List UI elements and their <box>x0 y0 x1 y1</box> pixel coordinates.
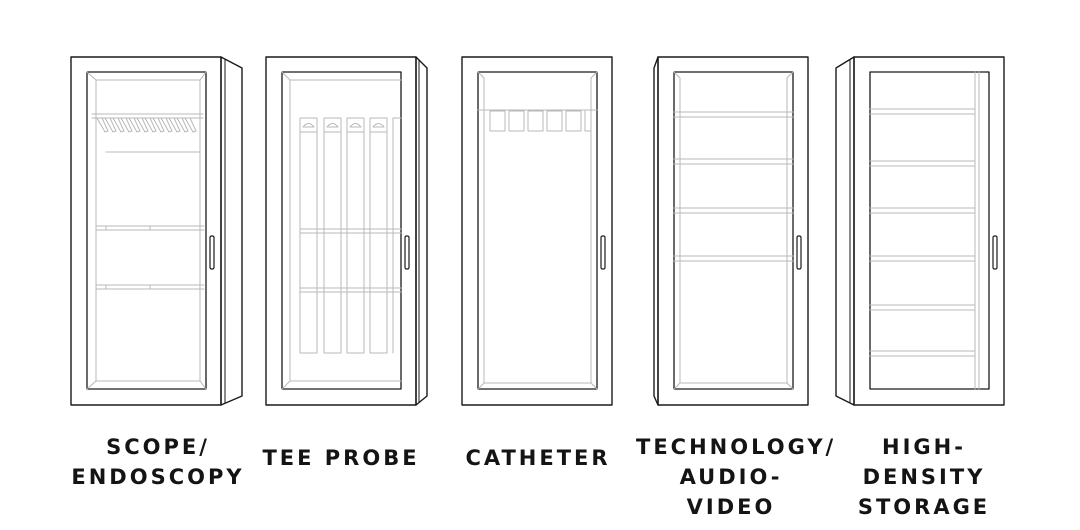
caption-high-density-storage: HIGH-DENSITY STORAGE <box>829 432 1019 522</box>
catheter-door-handle <box>600 235 606 270</box>
caption-tee-probe: TEE PROBE <box>246 443 436 473</box>
caption-line: ENDOSCOPY <box>71 465 245 489</box>
technology-door-handle <box>796 235 802 270</box>
caption-line: TECHNOLOGY/ <box>636 435 837 459</box>
scope-door-handle <box>209 235 215 270</box>
caption-line: SCOPE/ <box>106 435 210 459</box>
caption-technology-audio-video: TECHNOLOGY/ AUDIO-VIDEO <box>636 432 837 522</box>
cabinet-tee-probe <box>265 56 428 406</box>
storage-door-handle <box>992 235 998 270</box>
caption-line: TEE PROBE <box>262 446 420 470</box>
cabinet-technology-audio-video <box>653 56 809 406</box>
caption-line: CATHETER <box>465 446 611 470</box>
caption-line: STORAGE <box>857 495 991 519</box>
cabinet-scope-endoscopy <box>70 56 243 406</box>
caption-line: HIGH-DENSITY <box>862 435 986 489</box>
cabinet-high-density-storage <box>835 56 1005 406</box>
tee-door-handle <box>404 235 410 270</box>
caption-scope-endoscopy: SCOPE/ ENDOSCOPY <box>63 432 253 492</box>
caption-line: AUDIO-VIDEO <box>679 465 783 519</box>
cabinet-catheter <box>461 56 613 406</box>
caption-catheter: CATHETER <box>443 443 633 473</box>
